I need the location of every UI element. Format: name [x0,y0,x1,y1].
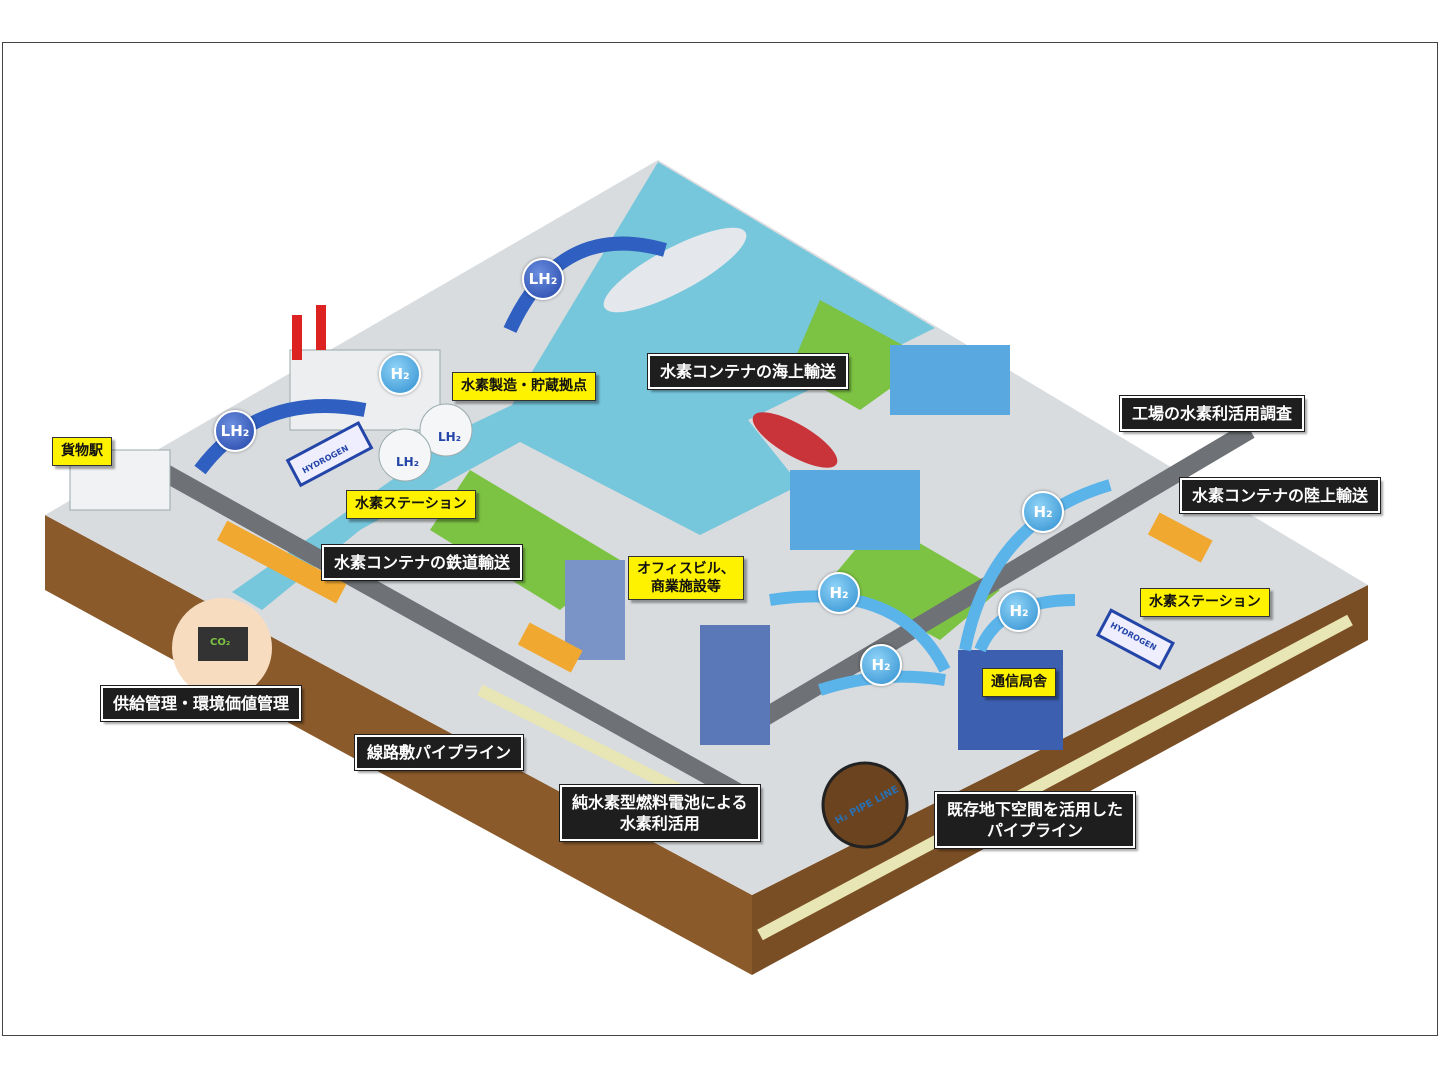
label-freight-station: 貨物駅 [52,437,112,466]
h2-badge: H₂ [379,353,421,395]
label-railway-pipeline: 線路敷パイプライン [353,734,525,771]
tank-label: LH₂ [438,430,461,444]
lh2-badge: LH₂ [214,410,256,452]
laptop-icon [198,627,248,661]
laptop-co2: CO₂ [210,637,231,648]
underground-pipeline [757,614,1353,941]
road [155,462,757,808]
h2-badge: H₂ [998,590,1040,632]
h2-badge: H₂ [818,572,860,614]
freight-train [216,520,347,604]
container-stack [890,345,1010,415]
label-hydrogen-station-left: 水素ステーション [346,490,476,519]
label-office-commercial: オフィスビル、 商業施設等 [628,556,744,600]
lh2-flow-arrow [503,236,667,333]
h2-badge: H₂ [860,644,902,686]
office-tower [700,625,770,745]
lh2-tank [378,428,432,482]
lh2-flow-arrow [194,399,367,475]
label-rail-transport: 水素コンテナの鉄道輸送 [320,544,524,581]
lh2-tank [419,403,473,457]
tank-label: LH₂ [396,455,419,469]
label-production-storage: 水素製造・貯蔵拠点 [452,372,596,401]
label-land-transport: 水素コンテナの陸上輸送 [1178,477,1382,514]
label-fuel-cell: 純水素型燃料電池による 水素利活用 [559,784,761,842]
label-sea-transport: 水素コンテナの海上輸送 [646,353,850,390]
office-tower [565,560,625,660]
lng-ship [603,227,747,313]
h2-badge: H₂ [1022,491,1064,533]
lh2-badge: LH₂ [522,258,564,300]
label-telecom-building: 通信局舎 [982,668,1056,697]
truck [1147,512,1213,563]
label-factory-survey: 工場の水素利活用調査 [1118,395,1306,432]
chimney [316,305,326,350]
label-underground-pipeline: 既存地下空間を活用した パイプライン [933,791,1137,849]
label-supply-management: 供給管理・環境価値管理 [99,685,303,722]
road [755,422,1255,728]
telecom-building [958,650,1063,750]
container-ship [752,412,838,468]
image-frame [2,42,1438,1036]
h2-flow-arrow [959,479,1112,652]
label-hydrogen-station-right: 水素ステーション [1140,588,1270,617]
hydrogen-station [285,420,374,488]
hydrogen-station [1095,608,1175,670]
container-stack [790,470,920,550]
chimney [292,315,302,360]
truck [517,622,583,673]
railway-pipeline [477,684,703,806]
h2-flow-arrow [769,590,951,673]
pipe-magnifier [821,761,909,849]
